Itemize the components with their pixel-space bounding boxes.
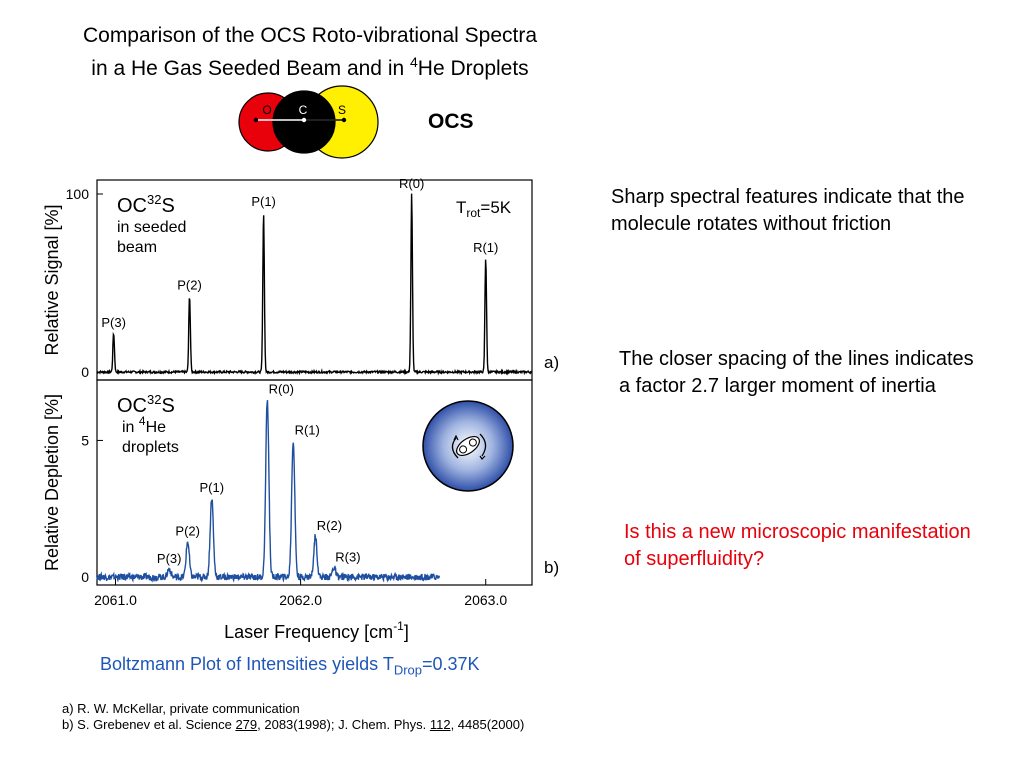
reference-a: a) R. W. McKellar, private communication [62, 701, 300, 716]
atom-center-c [301, 117, 307, 123]
temperature-sub: rot [466, 206, 481, 220]
atom-label-o: O [262, 103, 271, 117]
x-tick-label: 2062.0 [279, 592, 322, 608]
legend-species: OC32S [117, 392, 175, 417]
atom-label-s: S [338, 103, 346, 117]
y-tick-label: 0 [81, 364, 89, 380]
legend-sup: 32 [147, 192, 161, 207]
x-axis-label-sup: -1 [393, 619, 404, 633]
note-sharp-features: Sharp spectral features indicate that th… [611, 186, 965, 235]
peak-label: P(1) [199, 480, 224, 495]
ocs-molecule-diagram: O C S [238, 85, 379, 159]
peak-label: R(1) [473, 240, 498, 255]
ref-b-part1: b) S. Grebenev et al. Science [62, 717, 236, 732]
atom-center-o [253, 117, 259, 123]
temperature-label: Trot=5K [456, 198, 512, 220]
page-title: Comparison of the OCS Roto-vibrational S… [30, 22, 590, 82]
legend-line-2: in 4He [122, 414, 166, 436]
legend-line-2-rest: He [146, 419, 167, 436]
legend-species-rest: S [161, 395, 174, 417]
boltzmann-sub: Drop [393, 662, 422, 678]
peak-label: R(0) [399, 176, 424, 191]
spectrum-line-1 [96, 193, 533, 376]
temperature-value: =5K [480, 198, 511, 217]
y-axis-label: Relative Depletion [%] [42, 394, 62, 571]
peak-label: P(2) [175, 523, 200, 538]
title-sup: 4 [410, 54, 418, 70]
x-tick-label: 2063.0 [464, 592, 507, 608]
boltzmann-caption: Boltzmann Plot of Intensities yields TDr… [100, 654, 480, 678]
peak-label: R(1) [295, 422, 320, 437]
legend-sup: 32 [147, 392, 161, 407]
legend-line-2-sup: 4 [139, 414, 146, 428]
peak-label: R(2) [317, 518, 342, 533]
ref-b-vol2: 112 [429, 717, 451, 732]
peak-label: P(1) [251, 194, 276, 209]
molecule-label: OCS [428, 110, 474, 133]
x-axis-label: Laser Frequency [cm-1] [224, 619, 409, 642]
title-line-2-b: He Droplets [417, 57, 529, 80]
peak-label: R(0) [269, 381, 294, 396]
ref-b-part2: , 2083(1998); J. Chem. Phys. [257, 717, 430, 732]
y-tick-label: 5 [81, 432, 89, 448]
x-tick-label: 2061.0 [94, 592, 137, 608]
peak-label: P(3) [157, 551, 182, 566]
boltzmann-suffix: =0.37K [422, 654, 480, 674]
legend-line-3: beam [117, 239, 157, 256]
references: a) R. W. McKellar, private communication… [62, 701, 524, 733]
title-line-1: Comparison of the OCS Roto-vibrational S… [82, 24, 538, 47]
title-line-2-a: in a He Gas Seeded Beam and in [91, 57, 410, 80]
atom-label-c: C [299, 103, 308, 117]
plot-frame-2 [96, 379, 533, 586]
peak-label: P(2) [177, 277, 202, 292]
y-tick-label: 100 [66, 186, 90, 202]
note-superfluidity-question: Is this a new microscopic manifestation … [624, 521, 971, 570]
legend-species-rest: S [161, 195, 174, 217]
ref-b-vol1: 279 [235, 717, 258, 732]
panel-label: b) [544, 558, 559, 577]
reference-b: b) S. Grebenev et al. Science 279, 2083(… [62, 717, 524, 733]
y-tick-label: 0 [81, 569, 89, 585]
ref-b-part3: , 4485(2000) [450, 717, 525, 732]
legend-line-3: droplets [122, 439, 179, 456]
atom-center-s [341, 117, 347, 123]
y-axis-label: Relative Signal [%] [42, 204, 62, 355]
spectrum-line-2 [96, 400, 441, 583]
peak-label: R(3) [335, 549, 360, 564]
note-closer-spacing: The closer spacing of the lines indicate… [619, 348, 974, 397]
legend-species: OC32S [117, 192, 175, 217]
boltzmann-prefix: Boltzmann Plot of Intensities yields T [100, 654, 394, 674]
peak-label: P(3) [101, 315, 126, 330]
title-line-2: in a He Gas Seeded Beam and in 4He Dropl… [30, 49, 590, 82]
droplet-inset-icon [422, 400, 514, 492]
x-axis-label-end: ] [404, 622, 409, 642]
panel-label: a) [544, 353, 559, 372]
legend-line-2: in seeded [117, 219, 186, 236]
